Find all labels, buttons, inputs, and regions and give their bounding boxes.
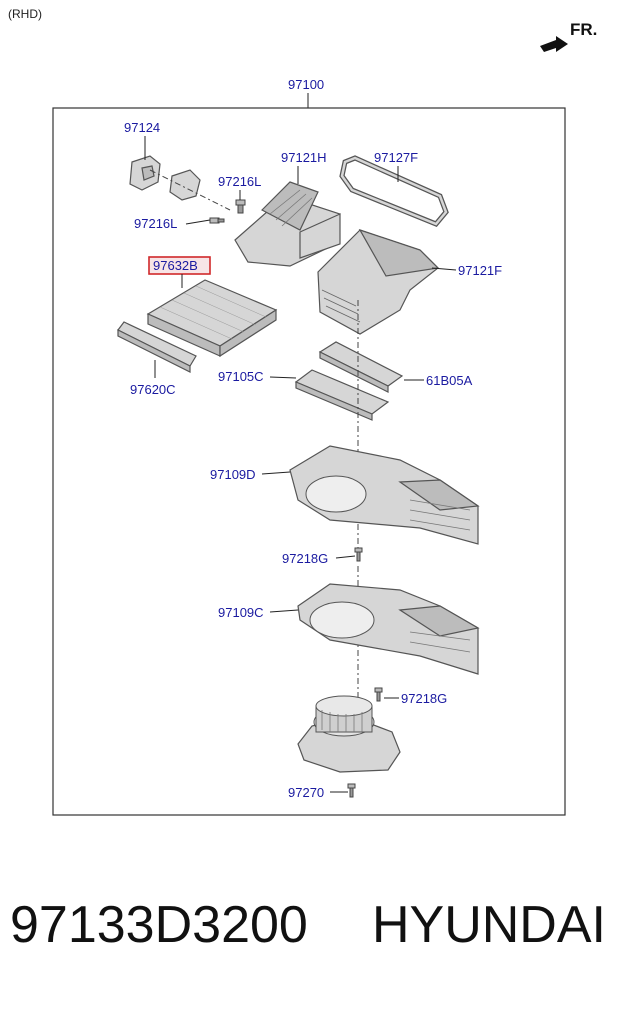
lower-case-97109C[interactable] [297, 583, 480, 675]
label-97216L-a: 97216L [218, 174, 261, 189]
label-97127F: 97127F [374, 150, 418, 165]
footer: 97133D3200 HYUNDAI [0, 895, 620, 985]
leader-97109C [269, 609, 299, 613]
door-case-97121H[interactable] [234, 181, 341, 267]
label-97105C: 97105C [218, 369, 264, 384]
actuator-97124[interactable] [129, 155, 201, 201]
screw-97216L-a[interactable] [235, 199, 246, 214]
label-97109C: 97109C [218, 605, 264, 620]
front-arrow-icon [540, 36, 568, 52]
screw-97218G-b[interactable] [374, 687, 383, 702]
leader-97121F [431, 267, 457, 271]
front-direction-indicator: FR. [540, 20, 597, 52]
label-97270: 97270 [288, 785, 324, 800]
label-97124: 97124 [124, 120, 160, 135]
assembly-dashline [149, 169, 231, 211]
leader-97109D [261, 471, 291, 475]
exploded-parts-diagram: (RHD) FR. 97100 97124 97216L 97216L [8, 7, 597, 816]
blower-motor-97270[interactable] [297, 695, 401, 773]
cabin-filter-97632B[interactable] [146, 279, 278, 358]
brand-name: HYUNDAI [371, 896, 606, 954]
label-97121H: 97121H [281, 150, 327, 165]
front-direction-label: FR. [570, 20, 597, 39]
screw-97270[interactable] [347, 783, 356, 798]
leader-97105C [269, 376, 297, 379]
upper-case-97121F[interactable] [317, 228, 440, 335]
label-97632B[interactable]: 97632B [153, 258, 198, 273]
filter-cover-97620C[interactable] [117, 321, 197, 373]
variant-label: (RHD) [8, 7, 42, 21]
assembly-label: 97100 [288, 77, 324, 92]
lower-case-97109D[interactable] [289, 445, 480, 545]
seal-97127F[interactable] [339, 155, 449, 228]
leader-97218G-a [335, 555, 356, 559]
leader-97216L-b [185, 219, 211, 225]
label-97218G-b: 97218G [401, 691, 447, 706]
highlight-box-97632B [148, 256, 211, 275]
label-97121F: 97121F [458, 263, 502, 278]
door-97105C[interactable] [294, 369, 390, 421]
screw-97218G-a[interactable] [354, 547, 363, 562]
label-97620C: 97620C [130, 382, 176, 397]
label-97109D: 97109D [210, 467, 256, 482]
label-97218G-a: 97218G [282, 551, 328, 566]
assembly-frame [52, 107, 566, 816]
screw-97216L-b[interactable] [209, 217, 225, 224]
part-number: 97133D3200 [10, 896, 308, 954]
label-97216L-b: 97216L [134, 216, 177, 231]
door-61B05A[interactable] [318, 341, 404, 393]
label-61B05A: 61B05A [426, 373, 473, 388]
